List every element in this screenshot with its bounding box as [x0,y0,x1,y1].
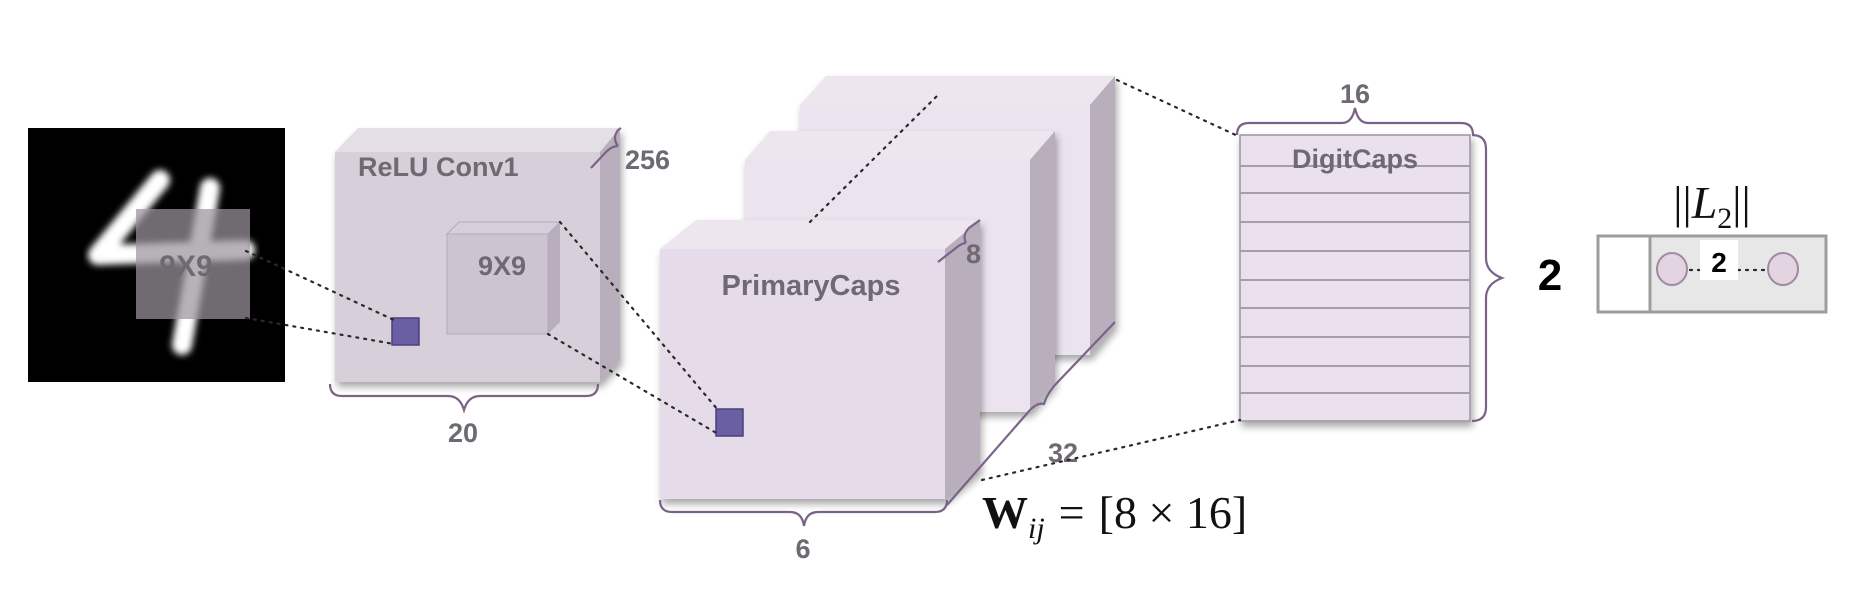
relu-conv1-width-label: 20 [448,418,478,448]
norm-box-blank [1596,234,1652,314]
weight-subscript: ij [1028,512,1045,545]
norm-right-bars: || [1732,177,1750,228]
norm-subscript: 2 [1717,202,1732,235]
primary-caps-title: PrimaryCaps [722,270,901,302]
relu-conv1-title: ReLU Conv1 [358,152,519,182]
norm-output-unit-left [1656,252,1688,286]
norm-inner-label: 2 [1711,247,1727,278]
weight-equals: = [1059,487,1085,538]
norm-output-unit-right [1767,252,1799,286]
input-image: 9X9 [28,128,285,382]
primary-caps-depth-brace [937,219,981,263]
svg-text:Wij=[8 × 16]: Wij = [8 × 16] [982,487,1247,545]
norm-left-bars: || [1673,177,1691,228]
relu-conv1-width-brace [328,383,600,414]
relu-conv1-depth-label: 256 [625,145,670,175]
digit-caps-height-label: 2 [1538,251,1562,300]
digit-caps-block [1239,134,1471,422]
norm-symbol: L [1691,177,1718,228]
digit-caps-title: DigitCaps [1292,144,1418,174]
primary-caps-width-label: 6 [795,534,810,564]
weight-value: [8 × 16] [1099,487,1248,538]
digit-caps-height-brace [1471,133,1506,423]
weight-symbol: W [982,487,1028,538]
relu-conv1-depth-brace [590,127,622,169]
primary-caps-width-brace [658,499,949,527]
digit-caps-rows [1240,165,1470,394]
digit-caps-width-brace [1235,107,1475,136]
l2-norm-label: ||L2|| [1673,177,1750,235]
connection-lines [244,78,1242,482]
primary-caps-depth-label: 8 [966,239,981,269]
digit-caps-width-label: 16 [1340,79,1370,109]
input-kernel-label: 9X9 [159,250,212,283]
input-kernel-window [136,209,250,319]
l2-norm-output-box: 2 [1596,234,1828,314]
relu-conv1-kernel-label: 9X9 [478,251,526,281]
relu-conv1-unit [391,317,420,346]
primary-caps-block-front [660,220,980,499]
primary-caps-count-brace [946,321,1116,506]
weight-matrix-label: Wij = [8 × 16] [982,487,1247,545]
primary-caps-unit [715,408,744,437]
svg-text:||L2||: ||L2|| [1673,177,1750,235]
relu-conv1-kernel: 9X9 [445,221,562,335]
